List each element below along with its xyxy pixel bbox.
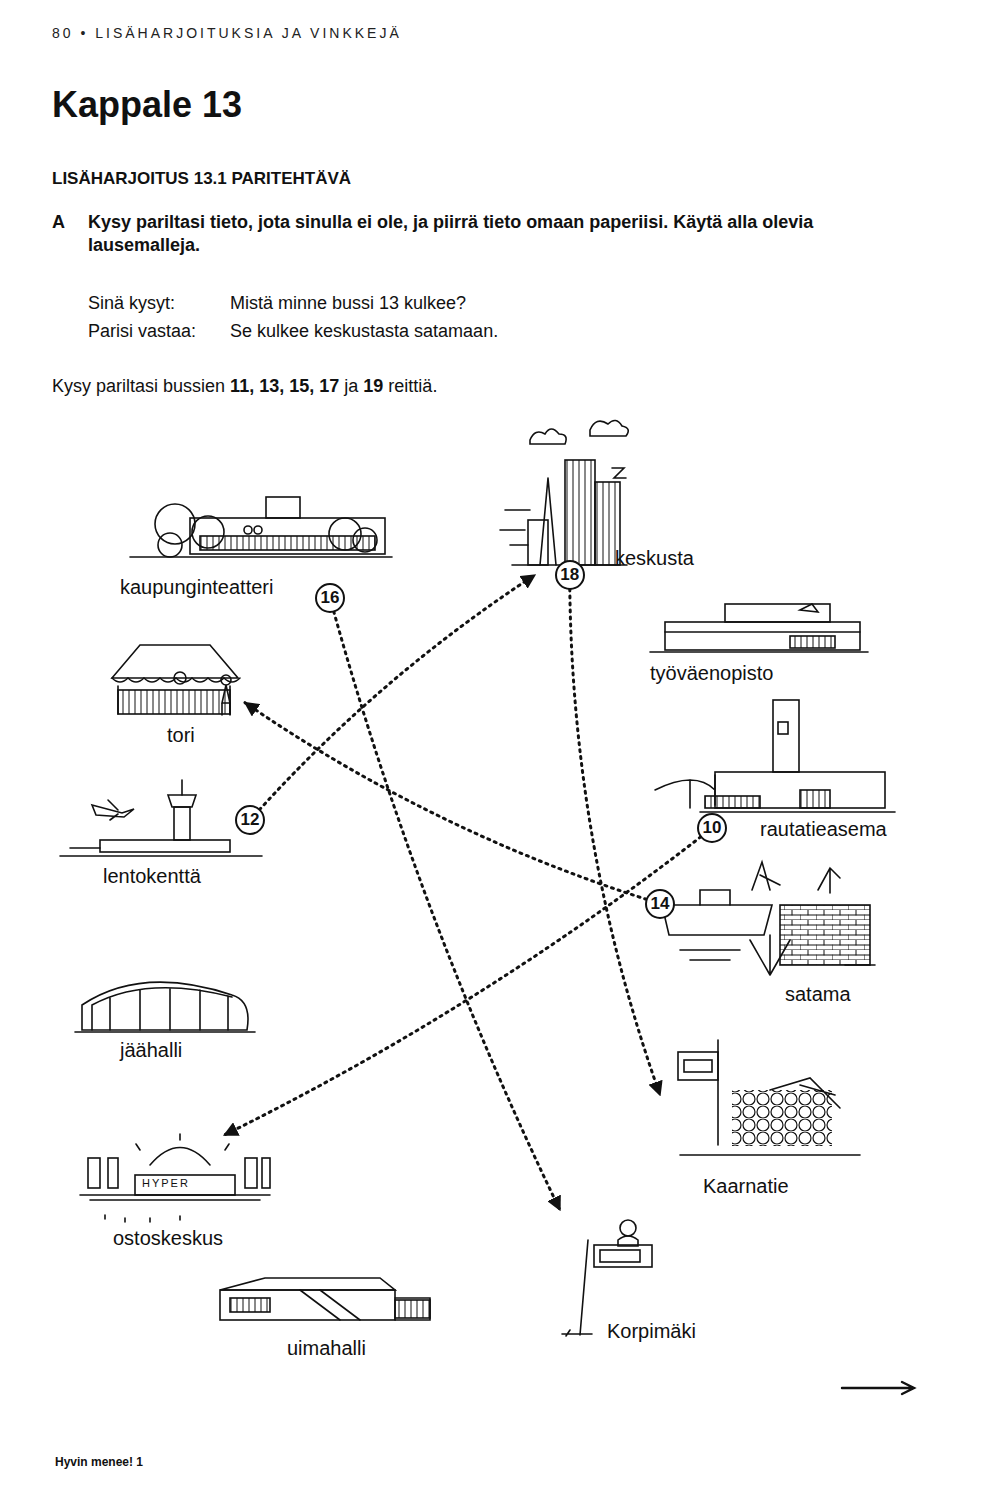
instruction-text: Kysy pariltasi bussien (52, 376, 225, 396)
place-name: jäähalli (120, 1039, 182, 1062)
place-name: Kaarnatie (703, 1175, 789, 1198)
station-drawing (655, 700, 895, 812)
theatre-drawing (130, 497, 392, 557)
place: Korpimäki (555, 1210, 720, 1350)
place-name: satama (785, 983, 851, 1006)
bus-number: 10 (697, 813, 727, 843)
harbour-drawing (662, 862, 875, 975)
page-text: Se kulkee keskustasta satamaan. (230, 320, 498, 343)
page-text: Mistä minne bussi 13 kulkee? (230, 292, 466, 315)
mall-drawing (80, 1134, 270, 1222)
page-arrow (842, 1382, 914, 1394)
place: rautatieasema (712, 695, 907, 845)
market-drawing (112, 645, 240, 715)
page-text: Parisi vastaa: (88, 320, 196, 343)
page-text: Hyvin menee! 1 (55, 1455, 143, 1471)
place: tori (105, 640, 245, 750)
instruction-text: 11, 13, 15, 17 (230, 376, 339, 396)
city-centre-drawing (500, 420, 628, 565)
place-name: työväenopisto (650, 662, 773, 685)
instruction-line: Kysy pariltasi bussien11, 13, 15, 17ja19… (52, 376, 442, 397)
place: työväenopisto (648, 600, 868, 690)
bus-number: 12 (235, 805, 265, 835)
place-name: ostoskeskus (113, 1227, 223, 1250)
place-name: kaupunginteatteri (120, 576, 273, 599)
bus-number: 14 (645, 889, 675, 919)
bus-route (224, 828, 712, 1135)
place-name: tori (167, 724, 195, 747)
bus-route (250, 575, 535, 820)
place-name: lentokenttä (103, 865, 201, 888)
place: uimahalli (215, 1275, 435, 1365)
place: Kaarnatie (660, 1035, 875, 1205)
sign-text: HYPER (142, 1176, 190, 1190)
place: satama (660, 875, 880, 1008)
instruction-text: reittiä. (388, 376, 437, 396)
bus-route (570, 575, 660, 1095)
place: jäähalli (75, 975, 260, 1065)
bus-number: 16 (315, 583, 345, 613)
bus-number: 18 (555, 560, 585, 590)
page-title: Kappale 13 (52, 82, 242, 129)
page-text: 80 • LISÄHARJOITUKSIA JA VINKKEJÄ (52, 24, 402, 42)
bus-route (245, 703, 660, 904)
place-name: Korpimäki (607, 1320, 696, 1343)
kaarnatie-drawing (678, 1040, 860, 1155)
swimming-hall-drawing (220, 1278, 430, 1320)
instruction-text: 19 (363, 376, 383, 396)
instruction-text: ja (344, 376, 358, 396)
page-text: A (52, 211, 65, 234)
page-text: Kysy pariltasi tieto, jota sinulla ei ol… (88, 211, 848, 258)
airport-drawing (60, 780, 262, 856)
korpimaki-drawing (562, 1220, 652, 1336)
ice-rink-drawing (75, 982, 255, 1032)
place: keskusta (500, 410, 705, 575)
place: lentokenttä (60, 780, 250, 895)
place-name: rautatieasema (760, 818, 887, 841)
bus-route (330, 598, 560, 1210)
adult-school-drawing (650, 604, 868, 652)
page-text: LISÄHARJOITUS 13.1 PARITEHTÄVÄ (52, 168, 351, 190)
place-name: uimahalli (287, 1337, 366, 1360)
place-name: keskusta (615, 547, 694, 570)
page-text: Sinä kysyt: (88, 292, 175, 315)
place: kaupunginteatteri (115, 492, 330, 604)
place: ostoskeskus (78, 1135, 268, 1255)
